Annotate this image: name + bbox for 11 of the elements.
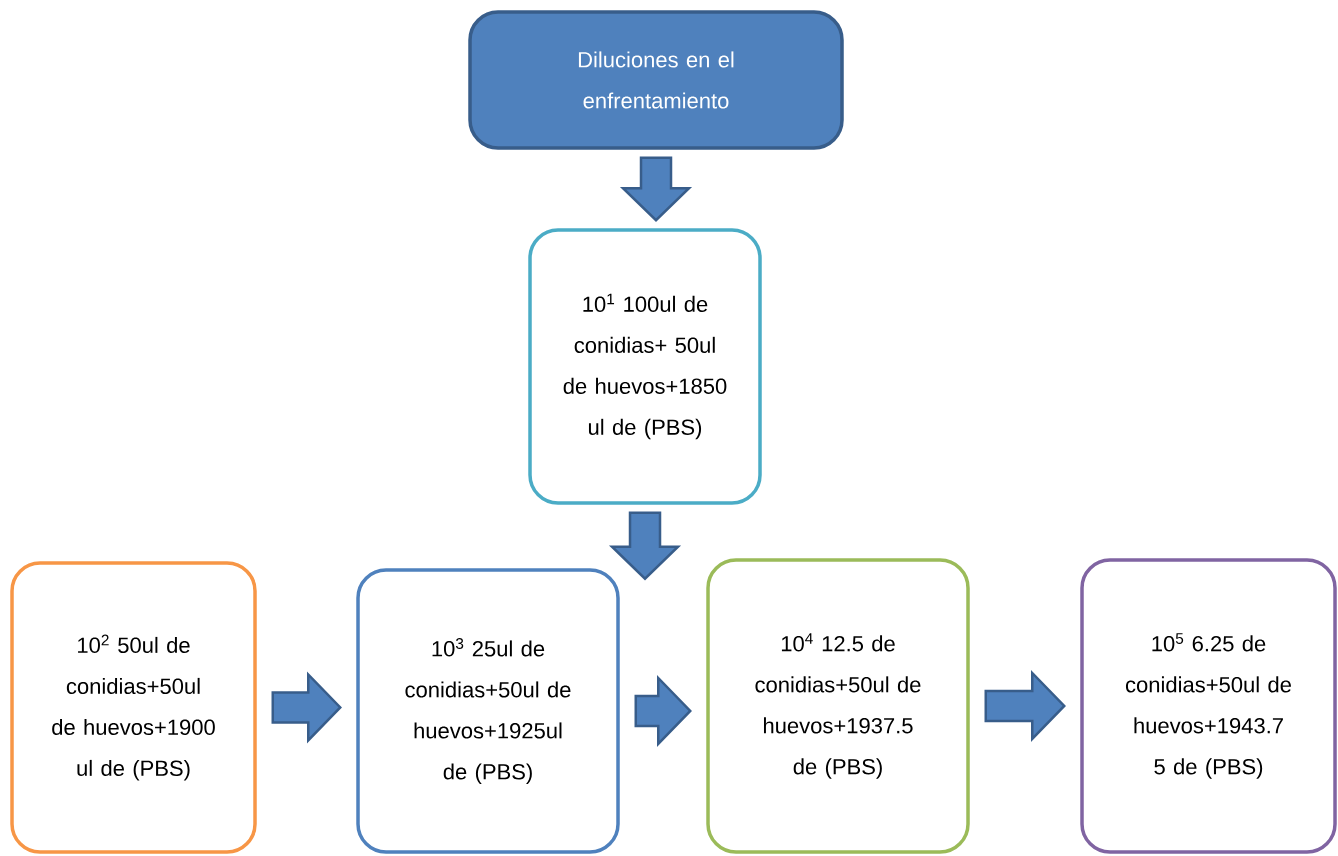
- rounded-box: 10$^{1}$ 100ul de conidias+ 50ul de huevos+1850 ul de (PBS): [528, 228, 762, 505]
- block-arrow: [608, 511, 682, 581]
- rounded-box: 10$^{3}$ 25ul de conidias+50ul de huevos+1925ul de (PBS): [356, 568, 620, 854]
- rounded-box: 10$^{4}$ 12.5 de conidias+50ul de huevos+1937.5 de (PBS): [706, 558, 970, 854]
- block-arrow: [619, 156, 693, 222]
- rounded-box: 10$^{2}$ 50ul de conidias+50ul de huevos+1900 ul de (PBS): [10, 561, 257, 854]
- block-arrow: [271, 671, 342, 744]
- title-box: Diluciones en el enfrentamiento: [468, 10, 844, 150]
- block-arrow: [984, 669, 1066, 743]
- rounded-box: 10$^{5}$ 6.25 de conidias+50ul de huevos+1943.7 5 de (PBS): [1080, 558, 1337, 854]
- block-arrow: [634, 674, 692, 748]
